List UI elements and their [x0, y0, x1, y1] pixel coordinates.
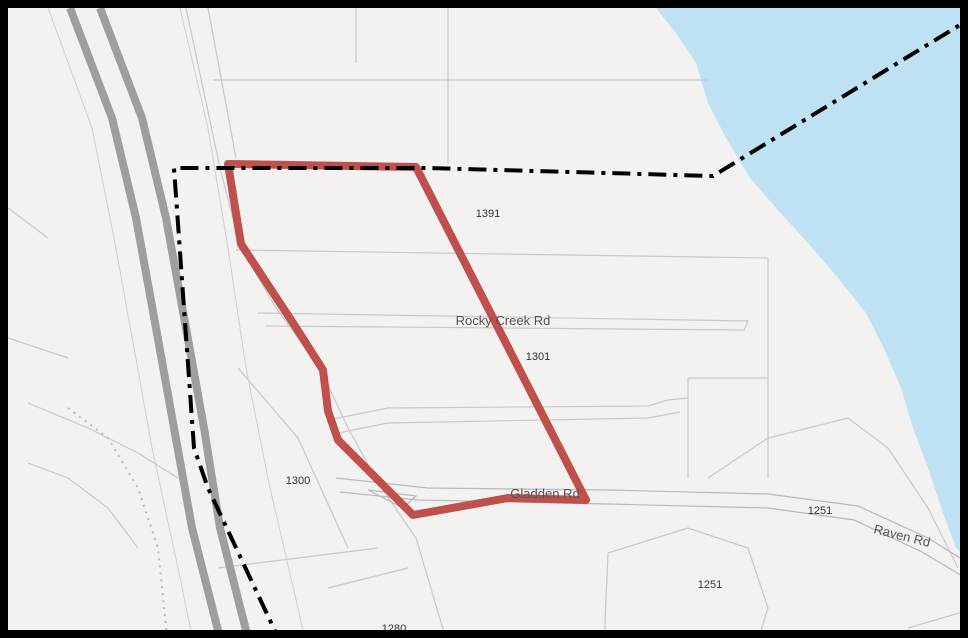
road-label-rocky-creek: Rocky Creek Rd — [456, 313, 551, 328]
map-canvas[interactable]: 1391 Rocky Creek Rd 1301 1300 Gladden Rd… — [8, 8, 968, 638]
selected-parcel-outline[interactable] — [224, 160, 590, 519]
address-label-1251-lot: 1251 — [698, 579, 722, 591]
address-label-1251-road: 1251 — [808, 505, 832, 517]
address-label-1301: 1301 — [526, 351, 550, 363]
highway-edges — [47, 8, 304, 630]
boundary-line — [171, 22, 960, 630]
water-body — [656, 8, 960, 552]
address-label-1391: 1391 — [476, 208, 500, 220]
address-label-1280: 1280 — [382, 623, 406, 635]
address-label-1300: 1300 — [286, 475, 310, 487]
road-label-gladden: Gladden Rd — [510, 486, 579, 501]
parcel-lines — [8, 8, 960, 630]
trail-dotted — [67, 407, 168, 630]
